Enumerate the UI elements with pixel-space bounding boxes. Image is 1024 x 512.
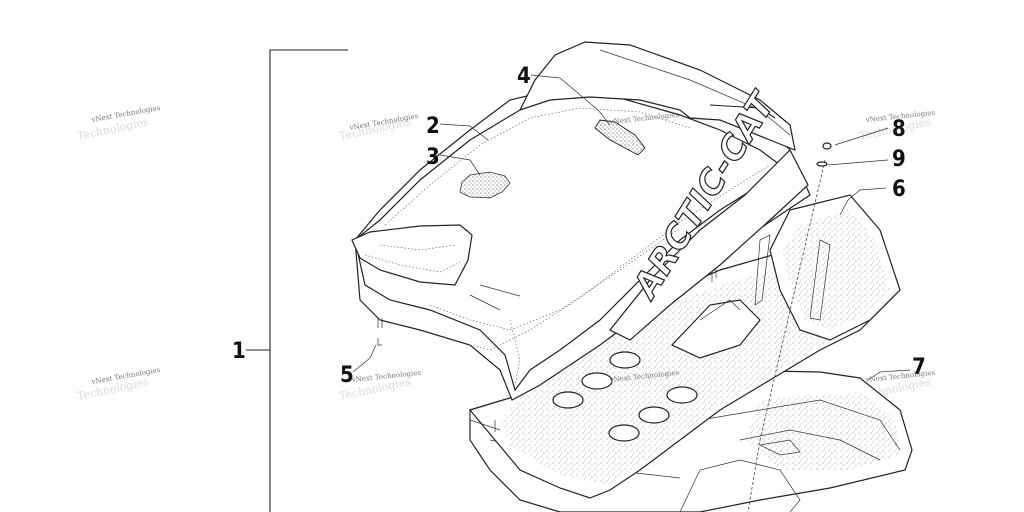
fastener-stack: [816, 142, 832, 167]
callout-4: 4: [517, 64, 531, 89]
callout-2: 2: [426, 114, 440, 139]
callout-5: 5: [340, 363, 354, 388]
callout-9: 9: [892, 147, 906, 172]
mounting-line: [747, 159, 826, 512]
assembly-bracket: [246, 49, 348, 512]
leader-lines: [352, 74, 911, 381]
callout-3: 3: [426, 145, 440, 170]
callout-1: 1: [232, 339, 246, 364]
seat-base-pan: [468, 194, 901, 499]
callout-8: 8: [892, 117, 906, 142]
callout-6: 6: [892, 177, 906, 202]
pan-holes: [552, 351, 698, 442]
callouts: 1 2 3 4 5 6 7 8 9: [232, 64, 926, 388]
callout-7: 7: [912, 355, 926, 380]
